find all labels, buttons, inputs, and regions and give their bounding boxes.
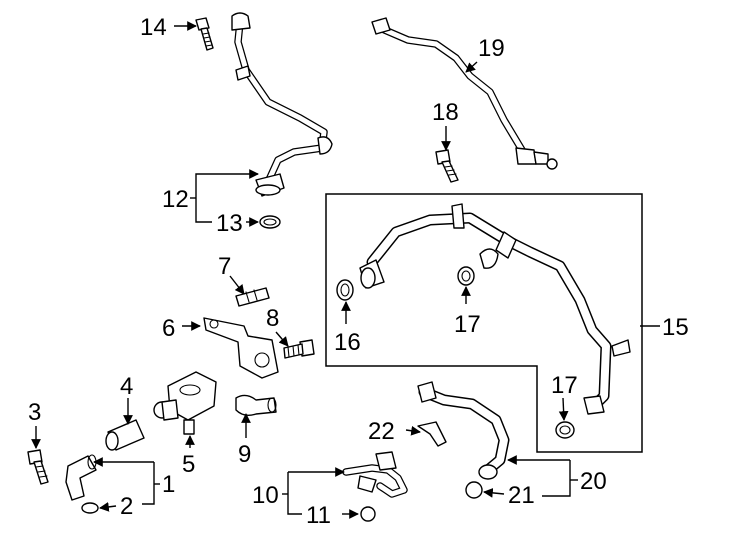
bracket-6 bbox=[203, 317, 279, 379]
callout-22: 22 bbox=[368, 418, 395, 445]
callout-17a: 17 bbox=[454, 311, 481, 338]
o-ring-17a bbox=[457, 266, 475, 286]
assembly-15-box bbox=[325, 193, 643, 453]
callout-2: 2 bbox=[120, 493, 133, 520]
tube-12 bbox=[231, 12, 333, 197]
o-ring-11 bbox=[360, 506, 376, 522]
sleeve-4 bbox=[105, 419, 145, 451]
hose-9 bbox=[235, 394, 277, 417]
callout-21: 21 bbox=[508, 482, 535, 509]
o-ring-16 bbox=[336, 279, 354, 301]
callout-19: 19 bbox=[478, 35, 505, 62]
callout-16: 16 bbox=[334, 329, 361, 356]
callout-13: 13 bbox=[216, 210, 243, 237]
fitting-7 bbox=[235, 287, 270, 307]
callout-3: 3 bbox=[28, 399, 41, 426]
callout-11: 11 bbox=[306, 502, 331, 529]
tube-assembly-15 bbox=[359, 203, 631, 415]
pump-5 bbox=[153, 371, 217, 435]
callout-17b: 17 bbox=[551, 372, 578, 399]
callout-5: 5 bbox=[182, 451, 195, 478]
o-ring-21 bbox=[465, 481, 483, 499]
bolt-14 bbox=[195, 17, 214, 51]
o-ring-13 bbox=[259, 215, 281, 229]
callout-4: 4 bbox=[120, 373, 133, 400]
callout-12: 12 bbox=[162, 186, 189, 213]
bolt-3 bbox=[27, 449, 49, 485]
callout-15: 15 bbox=[662, 314, 689, 341]
sensor-19 bbox=[371, 17, 558, 170]
callout-14: 14 bbox=[140, 14, 167, 41]
hose-20 bbox=[417, 381, 510, 480]
callout-7: 7 bbox=[218, 253, 231, 280]
hose-10 bbox=[342, 451, 408, 498]
bolt-8 bbox=[283, 339, 315, 359]
callout-10: 10 bbox=[252, 482, 279, 509]
callout-8: 8 bbox=[266, 305, 279, 332]
connector-1 bbox=[65, 454, 97, 501]
callout-18: 18 bbox=[432, 99, 459, 126]
o-ring-17b bbox=[555, 421, 575, 439]
bolt-18 bbox=[435, 149, 459, 183]
o-ring-2 bbox=[81, 502, 99, 514]
callout-20: 20 bbox=[580, 468, 607, 495]
clip-22 bbox=[417, 421, 447, 447]
callout-9: 9 bbox=[238, 441, 251, 468]
callout-1: 1 bbox=[162, 471, 175, 498]
callout-6: 6 bbox=[162, 315, 175, 342]
leader-lines bbox=[31, 21, 660, 519]
